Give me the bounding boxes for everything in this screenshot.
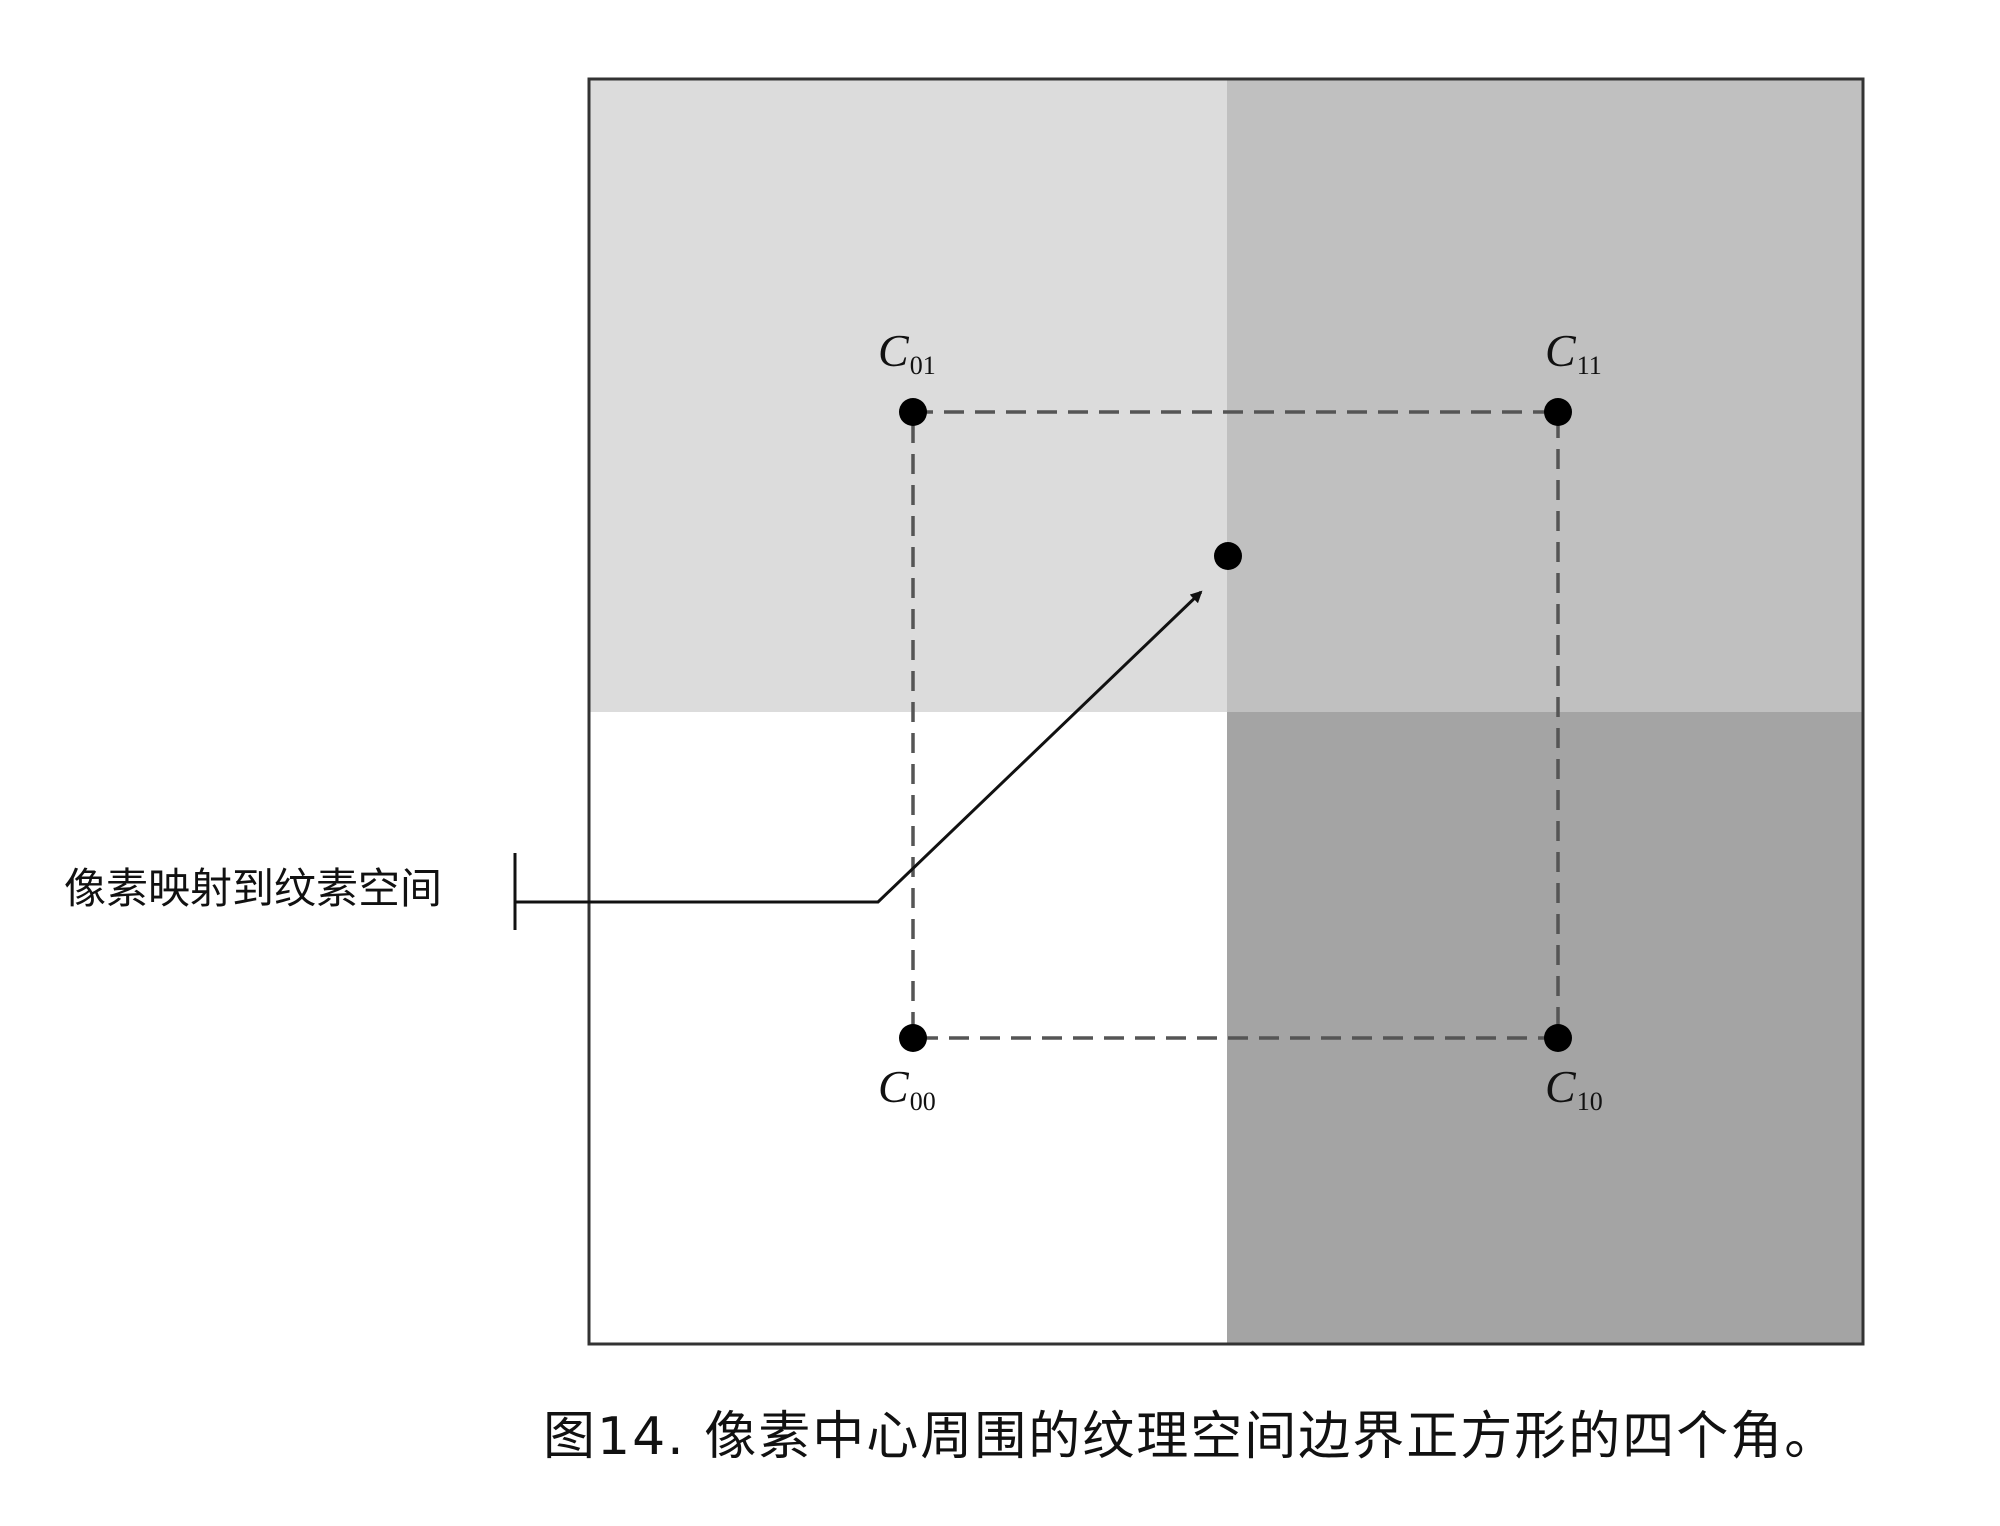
corner-label-c10: C10	[1545, 1061, 1603, 1116]
texel-bottom-right	[1227, 712, 1863, 1344]
texel-top-right	[1227, 80, 1863, 712]
annotation-label: 像素映射到纹素空间	[64, 864, 442, 913]
texture-frame	[587, 77, 1865, 1346]
corner-point-c01	[899, 398, 927, 426]
annotation-leader-arrow	[515, 590, 1203, 904]
texel-top-left	[590, 80, 1227, 712]
figure-caption: 图14. 像素中心周围的纹理空间边界正方形的四个角。	[543, 1407, 1838, 1467]
corner-point-c10	[1544, 1024, 1572, 1052]
corner-point-c00	[899, 1024, 927, 1052]
corner-point-c11	[1544, 398, 1572, 426]
pixel-center-point	[1214, 542, 1242, 570]
corner-label-c11: C11	[1545, 325, 1602, 380]
corner-label-c01: C01	[878, 325, 936, 380]
corner-label-c00: C00	[878, 1061, 936, 1116]
bounding-square	[911, 410, 1560, 1040]
